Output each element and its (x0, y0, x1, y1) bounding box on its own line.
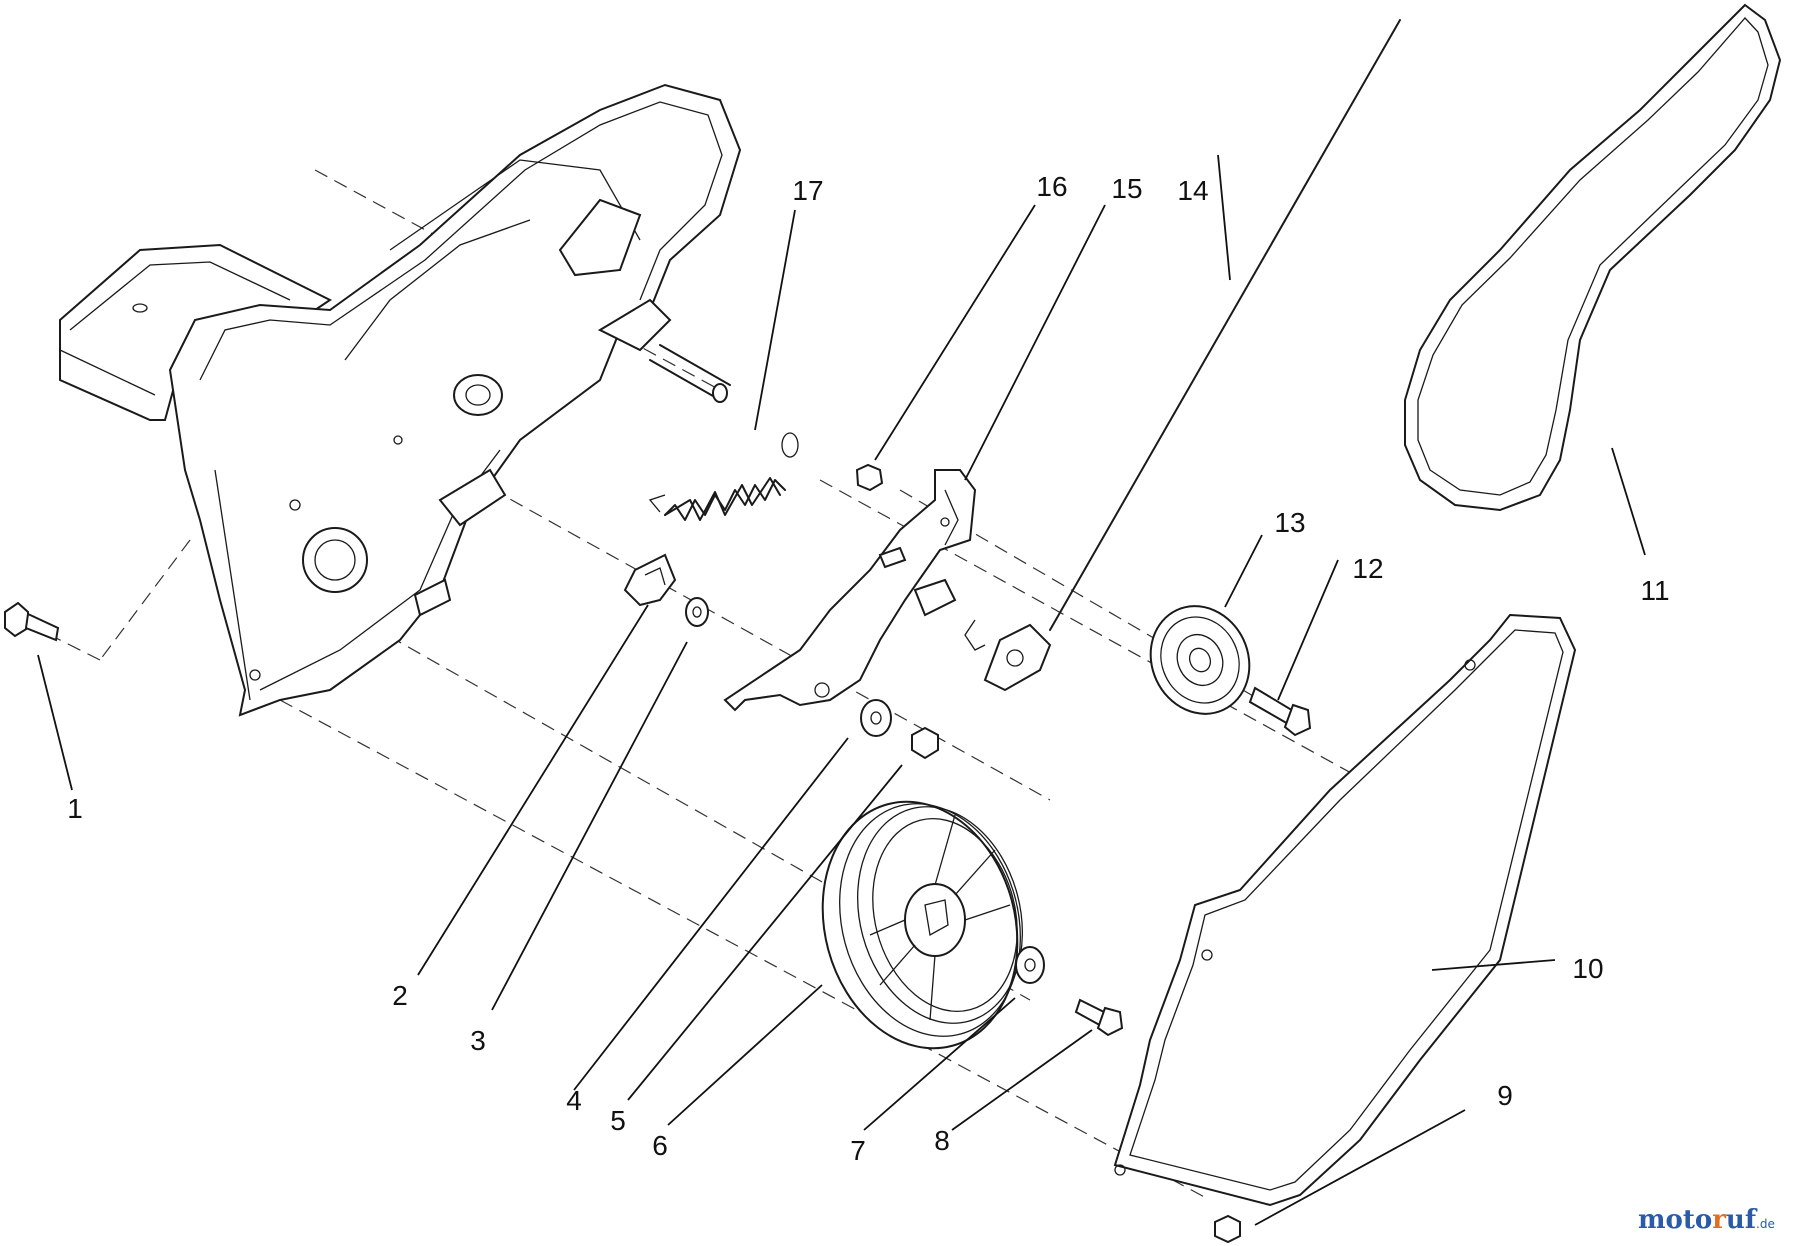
callout-16: 16 (1036, 171, 1067, 202)
callout-3: 3 (470, 1025, 486, 1056)
part-3-washer (685, 597, 709, 627)
callout-13: 13 (1274, 507, 1305, 538)
leader-lines (37, 154, 1646, 1226)
part-15-idler-bracket (723, 469, 977, 712)
part-5-nut (911, 726, 939, 760)
callout-9: 9 (1497, 1080, 1513, 1111)
callout-5: 5 (610, 1105, 626, 1136)
part-12-shoulder-bolt (1248, 686, 1312, 737)
callout-1: 1 (67, 793, 83, 824)
callout-11: 11 (1640, 575, 1669, 606)
part-1-bolt (4, 601, 60, 642)
callout-2: 2 (392, 980, 408, 1011)
part-11-v-belt (1404, 3, 1782, 512)
callout-4: 4 (566, 1085, 582, 1116)
callout-14: 14 (1177, 175, 1208, 206)
part-14-cable (964, 19, 1401, 692)
part-4-washer (860, 699, 892, 737)
callout-labels: 1 2 3 4 5 6 7 8 9 10 11 12 13 14 15 16 1… (67, 171, 1669, 1166)
drive-housing (59, 83, 742, 717)
part-17-spring (648, 432, 799, 521)
part-8-bolt (1074, 998, 1124, 1037)
part-13-idler-pulley (1149, 605, 1251, 715)
part-6-drive-pulley (821, 800, 1024, 1050)
callout-6: 6 (652, 1130, 668, 1161)
part-2-clip (623, 553, 677, 607)
callout-17: 17 (792, 175, 823, 206)
watermark-logo: motoruf.de (1638, 1205, 1775, 1235)
part-10-belt-guard (1113, 613, 1577, 1207)
part-7-washer (1015, 946, 1045, 984)
callout-7: 7 (850, 1135, 866, 1166)
part-16-nut (855, 463, 884, 492)
callout-8: 8 (934, 1125, 950, 1156)
svg-text:motoruf.de: motoruf.de (1638, 1205, 1775, 1235)
part-9-screw (1214, 1214, 1241, 1244)
callout-15: 15 (1111, 173, 1142, 204)
callout-10: 10 (1572, 953, 1603, 984)
callout-12: 12 (1352, 553, 1383, 584)
